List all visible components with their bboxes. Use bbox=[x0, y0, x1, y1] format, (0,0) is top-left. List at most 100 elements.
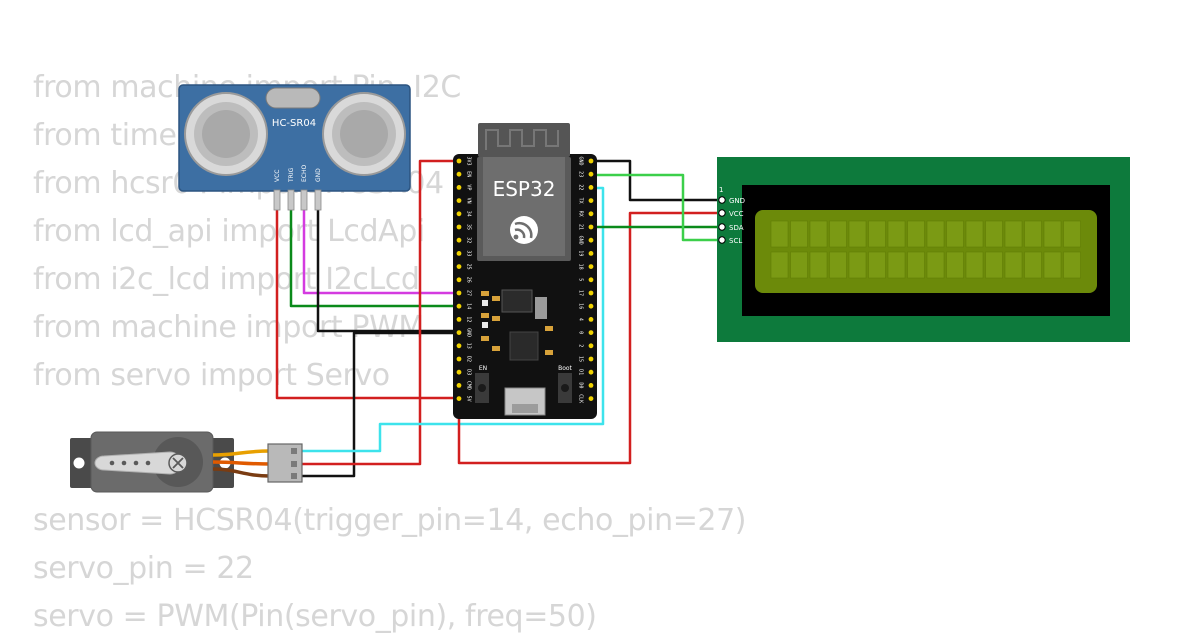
esp32-pin-label: 32 bbox=[466, 237, 472, 243]
hcsr04-crystal bbox=[265, 87, 321, 109]
lcd-char-cell bbox=[946, 251, 964, 279]
servo-screw-icon bbox=[168, 453, 188, 473]
lcd-char-cell bbox=[946, 220, 964, 248]
hcsr04-pin-label-gnd: GND bbox=[315, 168, 322, 182]
esp32-pin-label: 4 bbox=[578, 318, 584, 321]
wire-hcsr04-gnd bbox=[316, 195, 459, 333]
esp32-pin-label: D1 bbox=[578, 369, 584, 375]
esp32-pin bbox=[588, 185, 594, 190]
en-button: EN bbox=[475, 365, 489, 403]
esp32-pin bbox=[456, 277, 462, 283]
hcsr04-pin-labels: VCC TRIG ECHO GND bbox=[274, 165, 322, 183]
esp32-pin-label: D3 bbox=[466, 369, 472, 375]
lcd-char-cell bbox=[907, 220, 925, 248]
esp32-pin-label: CMD bbox=[466, 381, 472, 390]
lcd-char-cell bbox=[985, 251, 1003, 279]
esp32-pin bbox=[456, 290, 462, 296]
esp32-pin-label: 23 bbox=[578, 171, 584, 177]
esp32-pin-label: 12 bbox=[466, 316, 472, 322]
hcsr04-transducer-right bbox=[322, 92, 406, 176]
esp32-pin bbox=[456, 171, 462, 177]
lcd-char-cell bbox=[790, 251, 808, 279]
wire-servo-signal bbox=[302, 186, 605, 453]
esp32-pin bbox=[456, 317, 462, 322]
esp32-left-pin-column: 3V3ENVPVN343532332526271412GND13D2D3CMD5… bbox=[456, 156, 472, 402]
servo-cable bbox=[212, 449, 271, 478]
esp32-pin-label: 0 bbox=[578, 331, 584, 334]
lcd-char-cell bbox=[1004, 251, 1023, 279]
esp32-pin-label: TX bbox=[578, 198, 584, 204]
esp32-pin bbox=[588, 158, 594, 164]
esp32-label: ESP32 bbox=[493, 177, 556, 201]
esp32-pin bbox=[588, 356, 594, 362]
lcd-char-cell bbox=[887, 251, 906, 279]
esp32-pin bbox=[456, 251, 462, 256]
lcd-char-cell bbox=[770, 220, 789, 248]
esp32-pin bbox=[456, 264, 462, 269]
esp32-pin-label: 15 bbox=[578, 356, 584, 362]
lcd-pin-number: 1 bbox=[719, 186, 723, 194]
esp32-pin bbox=[456, 330, 462, 335]
hcsr04-pin-label-echo: ECHO bbox=[301, 165, 308, 182]
esp32-pin bbox=[588, 383, 594, 388]
lcd-char-cell bbox=[926, 251, 945, 279]
lcd-char-cell bbox=[1063, 251, 1081, 279]
boot-button: Boot bbox=[558, 365, 573, 403]
esp32-pin-label: 3V3 bbox=[466, 156, 472, 165]
esp32-pin-label: 5 bbox=[578, 278, 584, 281]
hcsr04-transducer-left bbox=[184, 92, 268, 176]
esp32-pin bbox=[456, 224, 462, 230]
esp32-antenna-trace bbox=[485, 129, 559, 150]
lcd-char-cell bbox=[790, 220, 808, 248]
esp32-pin-label: VN bbox=[466, 198, 472, 204]
lcd-char-cell bbox=[1043, 251, 1062, 279]
esp32-pin-label: 19 bbox=[578, 250, 584, 256]
esp32-pin bbox=[588, 237, 594, 243]
esp32-pin-label: 14 bbox=[466, 303, 472, 309]
esp32-pin bbox=[456, 356, 462, 362]
en-button-label: EN bbox=[479, 365, 487, 372]
esp32-pin-label: 25 bbox=[466, 264, 472, 270]
esp32-pin bbox=[456, 237, 462, 243]
lcd-pin-label-sda: SDA bbox=[729, 224, 744, 232]
esp32-pin bbox=[588, 198, 594, 204]
hcsr04-sensor: HC-SR04 VCC TRIG ECHO GND bbox=[178, 84, 411, 211]
esp32-pin-label: 22 bbox=[578, 184, 584, 190]
lcd-char-cell bbox=[868, 251, 886, 279]
esp32-pin-label: 5V bbox=[466, 396, 472, 402]
lcd-char-cell bbox=[809, 220, 828, 248]
esp32-pin-label: 21 bbox=[578, 224, 584, 230]
esp32-pin bbox=[456, 211, 462, 217]
lcd-char-cell bbox=[965, 251, 984, 279]
esp32-pin-label: D2 bbox=[466, 356, 472, 362]
esp32-pin bbox=[456, 185, 462, 190]
esp32-pin bbox=[588, 303, 594, 309]
esp32-pin bbox=[588, 343, 594, 349]
lcd-char-cell bbox=[1063, 220, 1081, 248]
esp32-pin-label: 33 bbox=[466, 250, 472, 256]
esp32-pin-label: GND bbox=[578, 156, 584, 165]
esp32-pin bbox=[456, 343, 462, 349]
esp32-antenna bbox=[478, 123, 570, 157]
lcd-char-cell bbox=[1043, 220, 1062, 248]
esp32-pin bbox=[588, 369, 594, 375]
esp32-pin bbox=[588, 290, 594, 296]
servo-motor bbox=[70, 431, 303, 493]
wire-hcsr04-vcc bbox=[275, 195, 459, 400]
hcsr04-pin-label-vcc: VCC bbox=[274, 170, 281, 182]
wire-servo-gnd bbox=[302, 331, 459, 478]
lcd-display: 1 GND VCC SDA SCL bbox=[717, 157, 1130, 342]
esp32-led-chips bbox=[482, 300, 488, 328]
wire-lcd-scl bbox=[591, 173, 722, 242]
esp32-pin-label: CLK bbox=[578, 394, 584, 403]
esp32-pin-label: RX bbox=[578, 211, 584, 217]
wire-lcd-vcc bbox=[457, 211, 722, 465]
esp32-pin-label: 13 bbox=[466, 343, 472, 349]
esp32-pin bbox=[588, 330, 594, 335]
lcd-char-cell bbox=[809, 251, 828, 279]
esp32-small-components bbox=[481, 291, 553, 355]
lcd-char-cell bbox=[965, 220, 984, 248]
esp32-pin-label: 26 bbox=[466, 277, 472, 283]
